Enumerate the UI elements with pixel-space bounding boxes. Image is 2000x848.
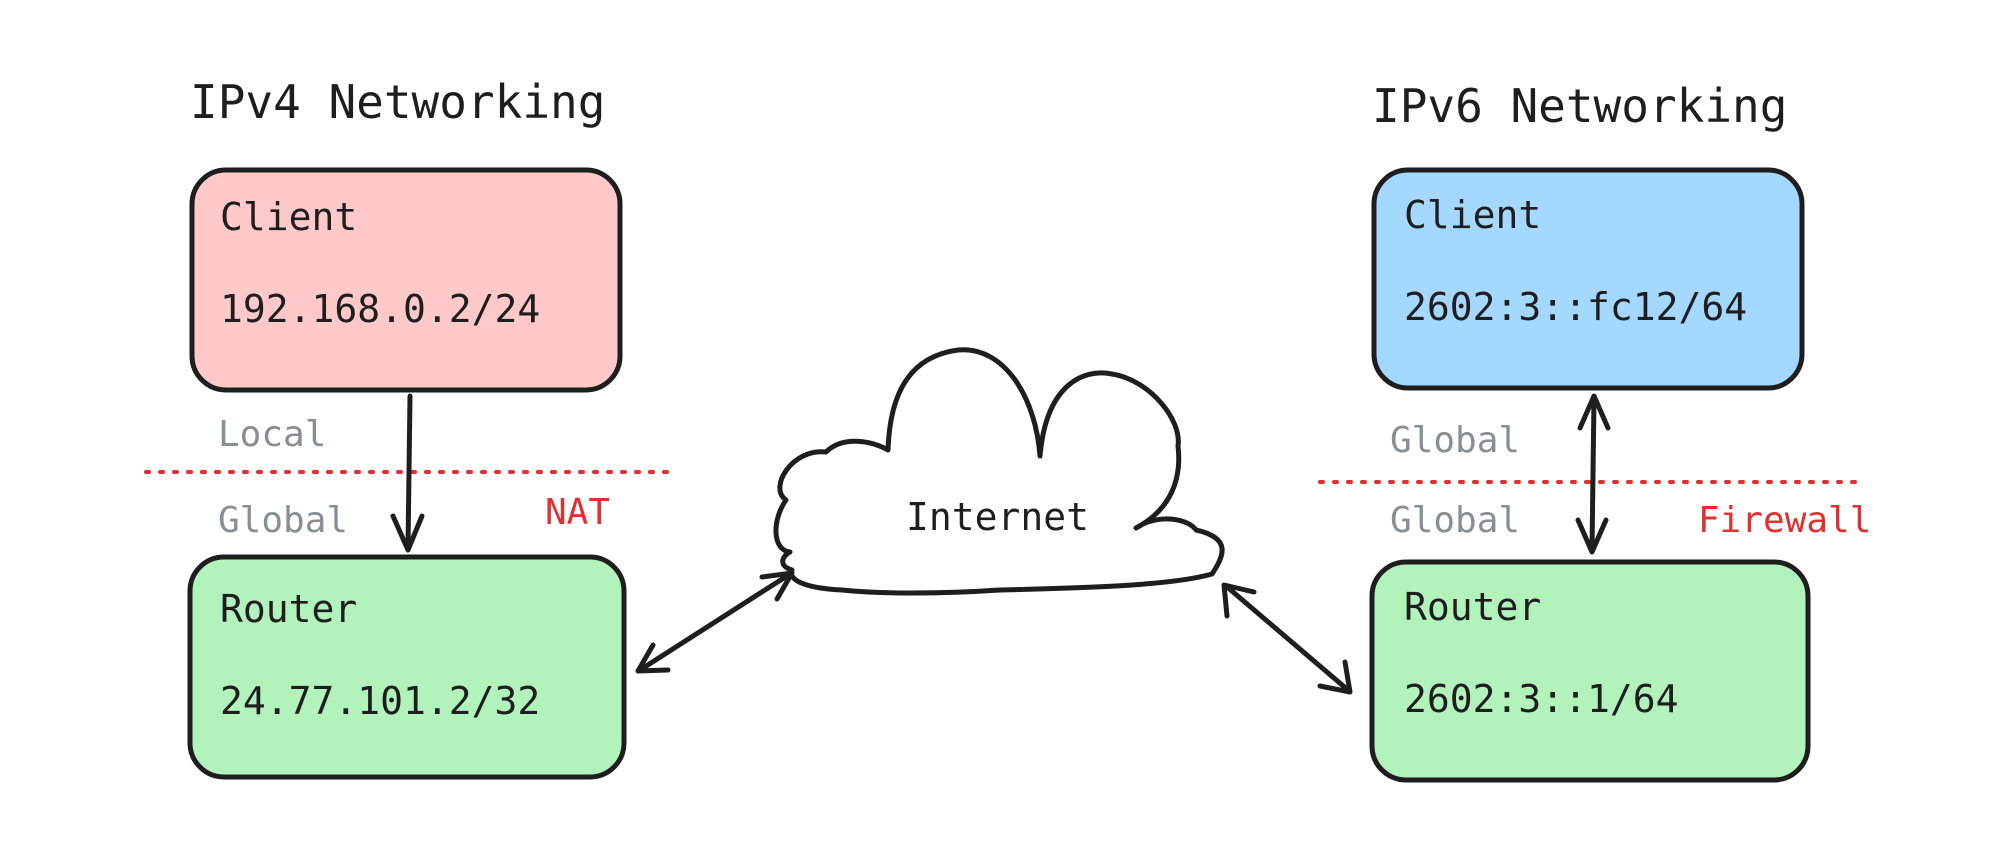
- ipv4-zone-local: Local: [218, 414, 326, 455]
- ipv6-client-address: 2602:3::fc12/64: [1404, 285, 1747, 329]
- ipv4-client-label: Client: [220, 195, 357, 239]
- ipv4-router-label: Router: [220, 587, 357, 631]
- ipv6-router-label: Router: [1404, 585, 1541, 629]
- ipv4-nat-label: NAT: [545, 492, 610, 533]
- ipv6-section: IPv6 Networking Client 2602:3::fc12/64 G…: [1318, 79, 1871, 783]
- ipv4-client-to-router-arrow: [390, 393, 425, 553]
- ipv6-zone-above: Global: [1390, 420, 1520, 461]
- ipv4-section: IPv4 Networking Client 192.168.0.2/24 Lo…: [144, 75, 674, 780]
- ipv6-client-label: Client: [1404, 193, 1541, 237]
- ipv6-zone-below: Global: [1390, 500, 1520, 541]
- ipv4-router-box: [187, 554, 627, 780]
- ipv4-client-box: [189, 167, 623, 393]
- ipv6-router-address: 2602:3::1/64: [1404, 677, 1679, 721]
- ipv4-router-internet-arrow: [635, 570, 795, 674]
- internet-cloud: Internet: [773, 347, 1225, 596]
- ipv6-title: IPv6 Networking: [1372, 79, 1787, 133]
- internet-label: Internet: [906, 495, 1089, 539]
- ipv6-firewall-label: Firewall: [1698, 500, 1871, 541]
- ipv6-router-box: [1369, 559, 1811, 783]
- ipv6-router-internet-arrow: [1221, 582, 1353, 695]
- ipv6-client-box: [1371, 167, 1805, 391]
- ipv4-title: IPv4 Networking: [190, 75, 605, 129]
- ipv4-router-address: 24.77.101.2/32: [220, 679, 540, 723]
- ipv6-client-router-arrow: [1575, 393, 1611, 555]
- ipv4-client-address: 192.168.0.2/24: [220, 287, 540, 331]
- ipv4-zone-global: Global: [218, 500, 348, 541]
